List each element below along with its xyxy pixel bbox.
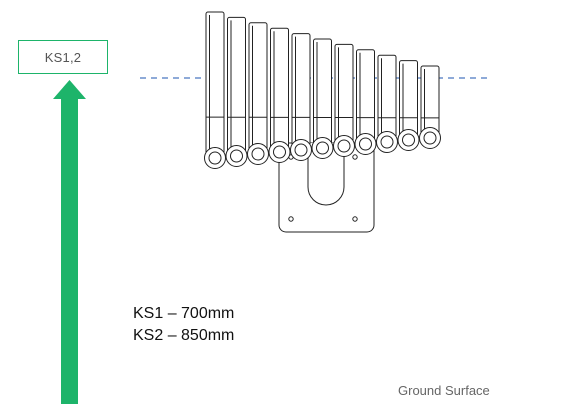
arrow-head — [53, 80, 86, 99]
spec-line-ks2: KS2 – 850mm — [133, 327, 235, 344]
chime-tube — [376, 54, 398, 153]
chime-tube — [290, 33, 312, 161]
mounting-plate — [278, 142, 375, 233]
chime-tube — [333, 43, 355, 157]
arrow-shaft — [61, 97, 78, 404]
tag-box: KS1,2 — [18, 40, 108, 74]
chime-rack-illustration — [204, 11, 441, 169]
chime-tube — [354, 49, 377, 155]
up-arrow-icon — [53, 80, 86, 404]
chime-tube — [397, 60, 420, 151]
ground-surface-label: Ground Surface — [398, 383, 490, 398]
chime-tube — [268, 27, 291, 163]
chime-tube — [419, 65, 441, 149]
tag-label: KS1,2 — [44, 49, 82, 65]
spec-line-ks1: KS1 – 700mm — [133, 305, 235, 322]
chime-tube — [247, 22, 269, 165]
chime-tube — [204, 11, 226, 169]
chime-tube — [225, 16, 248, 167]
chime-tube — [311, 38, 334, 159]
